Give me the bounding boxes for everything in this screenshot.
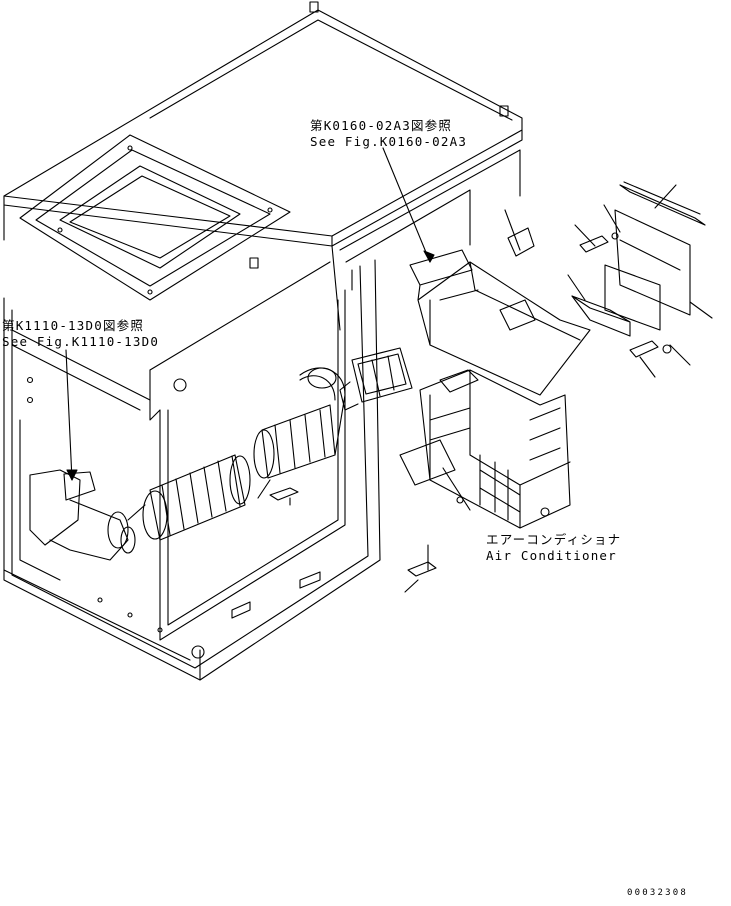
bellows-duct-lower — [127, 454, 251, 541]
leader-lines — [65, 147, 713, 593]
right-side-parts — [507, 181, 706, 358]
callout-air-conditioner-en: Air Conditioner — [486, 548, 617, 563]
small-duct-pieces — [269, 487, 437, 577]
callout-ref-top-jp: 第K0160-02A3図参照 — [310, 118, 453, 133]
left-duct-assembly — [29, 469, 136, 561]
air-conditioner-unit — [399, 369, 571, 529]
callout-ref-left-jp: 第K1110-13D0図参照 — [2, 318, 145, 333]
roof-hatch — [19, 134, 291, 301]
callout-air-conditioner-jp: エアーコンディショナ — [486, 532, 622, 547]
document-number: 00032308 — [627, 888, 688, 898]
callout-ref-left-en: See Fig.K1110-13D0 — [2, 334, 160, 349]
outlet-vents — [339, 347, 413, 411]
callout-ref-top-en: See Fig.K0160-02A3 — [310, 134, 468, 149]
bellows-duct-upper — [253, 367, 346, 479]
cab-body — [3, 1, 523, 681]
upper-duct-box — [409, 249, 591, 396]
